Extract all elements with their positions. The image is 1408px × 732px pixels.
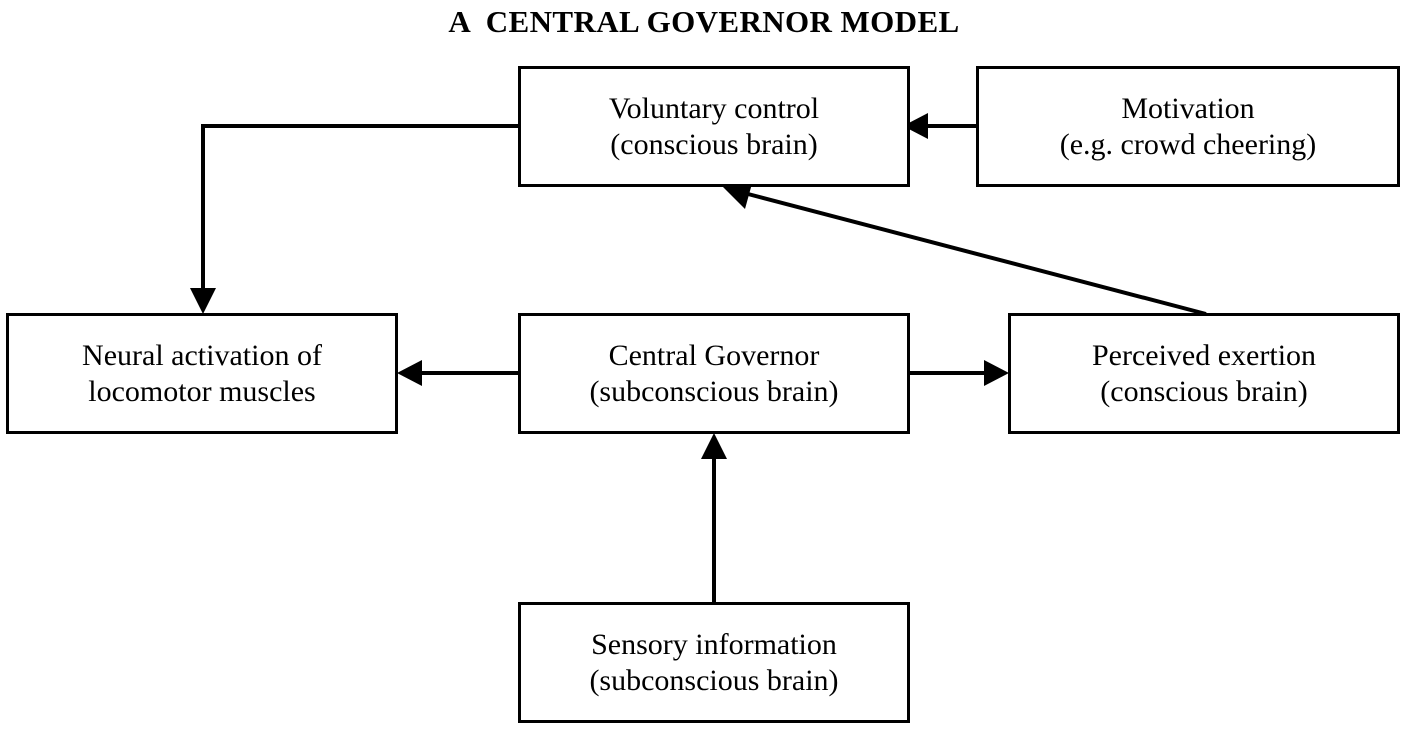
node-perceived-exertion-line1: Perceived exertion: [1091, 339, 1317, 373]
node-voluntary-control-line1: Voluntary control: [608, 92, 820, 126]
node-neural-activation-line2: locomotor muscles: [88, 374, 316, 408]
node-central-governor-line2: (subconscious brain): [589, 374, 839, 408]
node-motivation[interactable]: Motivation (e.g. crowd cheering): [976, 66, 1400, 187]
edge-central-governor-to-perceived-exertion: [910, 360, 1009, 386]
node-motivation-line2: (e.g. crowd cheering): [1059, 127, 1317, 161]
node-sensory-information[interactable]: Sensory information (subconscious brain): [518, 602, 910, 723]
node-sensory-information-line1: Sensory information: [591, 628, 837, 662]
node-perceived-exertion[interactable]: Perceived exertion (conscious brain): [1008, 313, 1400, 434]
node-neural-activation-line1: Neural activation of: [82, 339, 322, 373]
node-neural-activation[interactable]: Neural activation of locomotor muscles: [6, 313, 398, 434]
node-sensory-information-line2: (subconscious brain): [589, 663, 839, 697]
diagram-title: A CENTRAL GOVERNOR MODEL: [448, 4, 960, 39]
edge-central-governor-to-neural-activation: [397, 360, 518, 386]
node-central-governor[interactable]: Central Governor (subconscious brain): [518, 313, 910, 434]
edge-perceived-exertion-to-voluntary-control: [723, 180, 1207, 316]
node-central-governor-line1: Central Governor: [608, 339, 820, 373]
edge-voluntary-control-to-neural-activation: [190, 124, 518, 314]
node-motivation-line1: Motivation: [1121, 92, 1255, 126]
edge-motivation-to-voluntary-control: [903, 113, 976, 139]
node-voluntary-control-line2: (conscious brain): [610, 127, 818, 161]
edge-sensory-information-to-central-governor: [701, 433, 727, 602]
node-perceived-exertion-line2: (conscious brain): [1100, 374, 1308, 408]
node-voluntary-control[interactable]: Voluntary control (conscious brain): [518, 66, 910, 187]
